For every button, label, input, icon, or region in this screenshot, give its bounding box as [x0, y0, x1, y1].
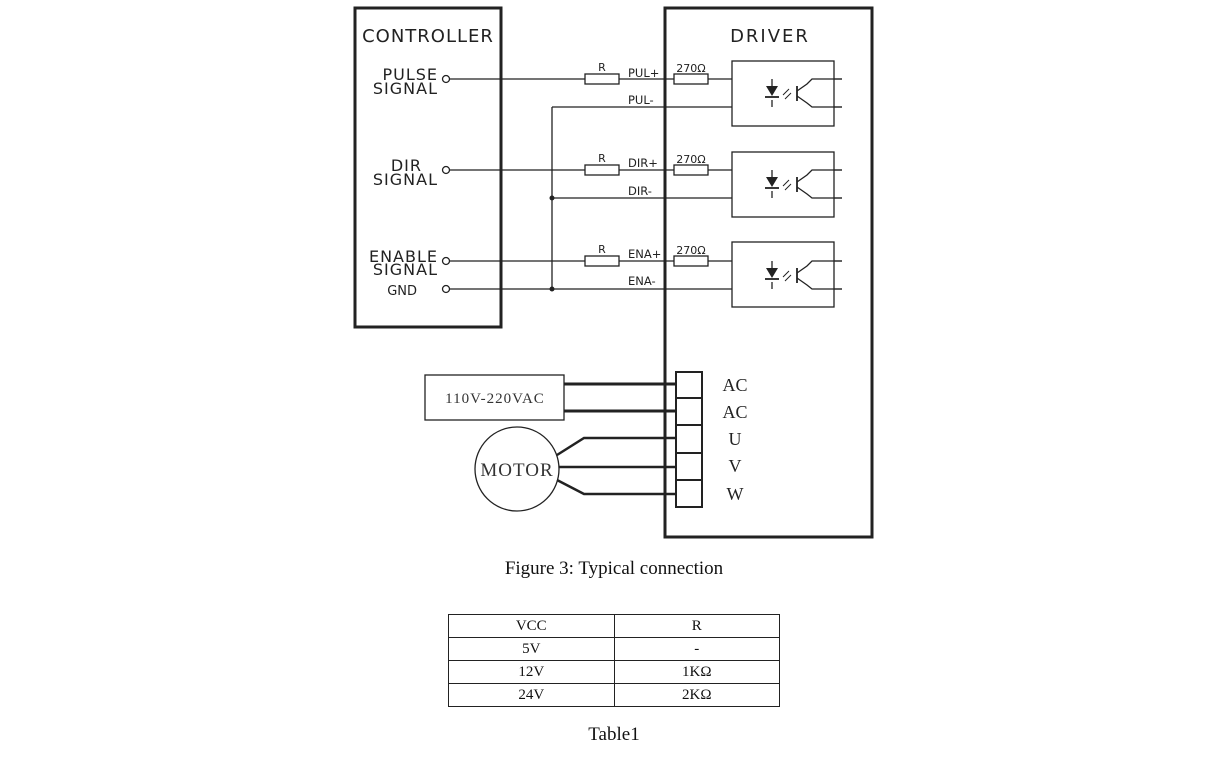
resistor-r-enable — [584, 255, 620, 267]
junction-dot-gnd — [549, 286, 555, 292]
resistor-270-ena-label: 270Ω — [676, 244, 705, 257]
pulse-label-line2: SIGNAL — [373, 79, 438, 98]
optocoupler-ena — [731, 241, 842, 308]
driver-title: DRIVER — [730, 26, 810, 47]
terminal-label-u: U — [729, 429, 742, 449]
pul-minus-label: PUL- — [628, 93, 654, 107]
table-cell: - — [613, 637, 780, 661]
terminal-label-v: V — [729, 456, 742, 476]
resistor-r-enable-label: R — [598, 243, 606, 256]
table-header-vcc: VCC — [448, 614, 615, 638]
resistor-r-dir — [584, 164, 620, 176]
power-wires — [564, 382, 676, 413]
vcc-resistor-table: VCC R 5V - 12V 1KΩ 24V 2KΩ — [448, 614, 780, 707]
resistor-r-dir-label: R — [598, 152, 606, 165]
pulse-terminal — [441, 74, 451, 84]
dir-label-line1: DIR — [391, 156, 422, 175]
table-row: 24V 2KΩ — [448, 683, 780, 707]
terminal-label-ac2: AC — [722, 402, 747, 422]
pulse-label-line1: PULSE — [382, 65, 438, 84]
dir-plus-label: DIR+ — [628, 156, 658, 170]
table-header-row: VCC R — [448, 614, 780, 638]
table-cell: 1KΩ — [613, 660, 780, 684]
table-caption: Table1 — [588, 724, 640, 745]
resistor-270-pul-label: 270Ω — [676, 62, 705, 75]
table-cell: 5V — [448, 637, 615, 661]
enable-label-line1: ENABLE — [369, 247, 438, 266]
dir-label-line2: SIGNAL — [373, 170, 438, 189]
gnd-label: GND — [387, 284, 417, 299]
ena-plus-label: ENA+ — [628, 247, 661, 261]
gnd-terminal — [441, 284, 451, 294]
optocoupler-pul — [731, 60, 842, 127]
terminal-label-w: W — [727, 484, 744, 504]
figure-caption: Figure 3: Typical connection — [504, 558, 724, 579]
resistor-270-dir-label: 270Ω — [676, 153, 705, 166]
table-header-r: R — [613, 614, 780, 638]
ena-minus-label: ENA- — [628, 274, 656, 288]
motor-label: MOTOR — [480, 460, 553, 481]
resistor-270-ena — [673, 255, 709, 267]
dir-minus-label: DIR- — [628, 184, 652, 198]
power-supply-label: 110V-220VAC — [445, 391, 545, 407]
junction-dot-dir — [549, 195, 555, 201]
table-row: 12V 1KΩ — [448, 660, 780, 684]
terminal-label-ac1: AC — [722, 375, 747, 395]
pul-plus-label: PUL+ — [628, 66, 659, 80]
resistor-270-pul — [673, 73, 709, 85]
table-cell: 12V — [448, 660, 615, 684]
table-cell: 24V — [448, 683, 615, 707]
resistor-270-dir — [673, 164, 709, 176]
optocoupler-dir — [731, 151, 842, 218]
table-row: 5V - — [448, 637, 780, 661]
dir-terminal — [441, 165, 451, 175]
resistor-r-pulse — [584, 73, 620, 85]
power-supply-box — [424, 374, 565, 421]
table-cell: 2KΩ — [613, 683, 780, 707]
driver-box — [663, 6, 874, 539]
terminal-block — [675, 371, 703, 508]
controller-box — [353, 6, 503, 329]
resistor-r-pulse-label: R — [598, 61, 606, 74]
controller-title: CONTROLLER — [362, 26, 494, 47]
enable-label-line2: SIGNAL — [373, 260, 438, 279]
motor-wires — [556, 436, 676, 496]
enable-terminal — [441, 256, 451, 266]
connection-diagram: CONTROLLER DRIVER PULSE SIGNAL DIR SIGNA… — [353, 6, 874, 539]
motor-circle — [474, 426, 560, 512]
